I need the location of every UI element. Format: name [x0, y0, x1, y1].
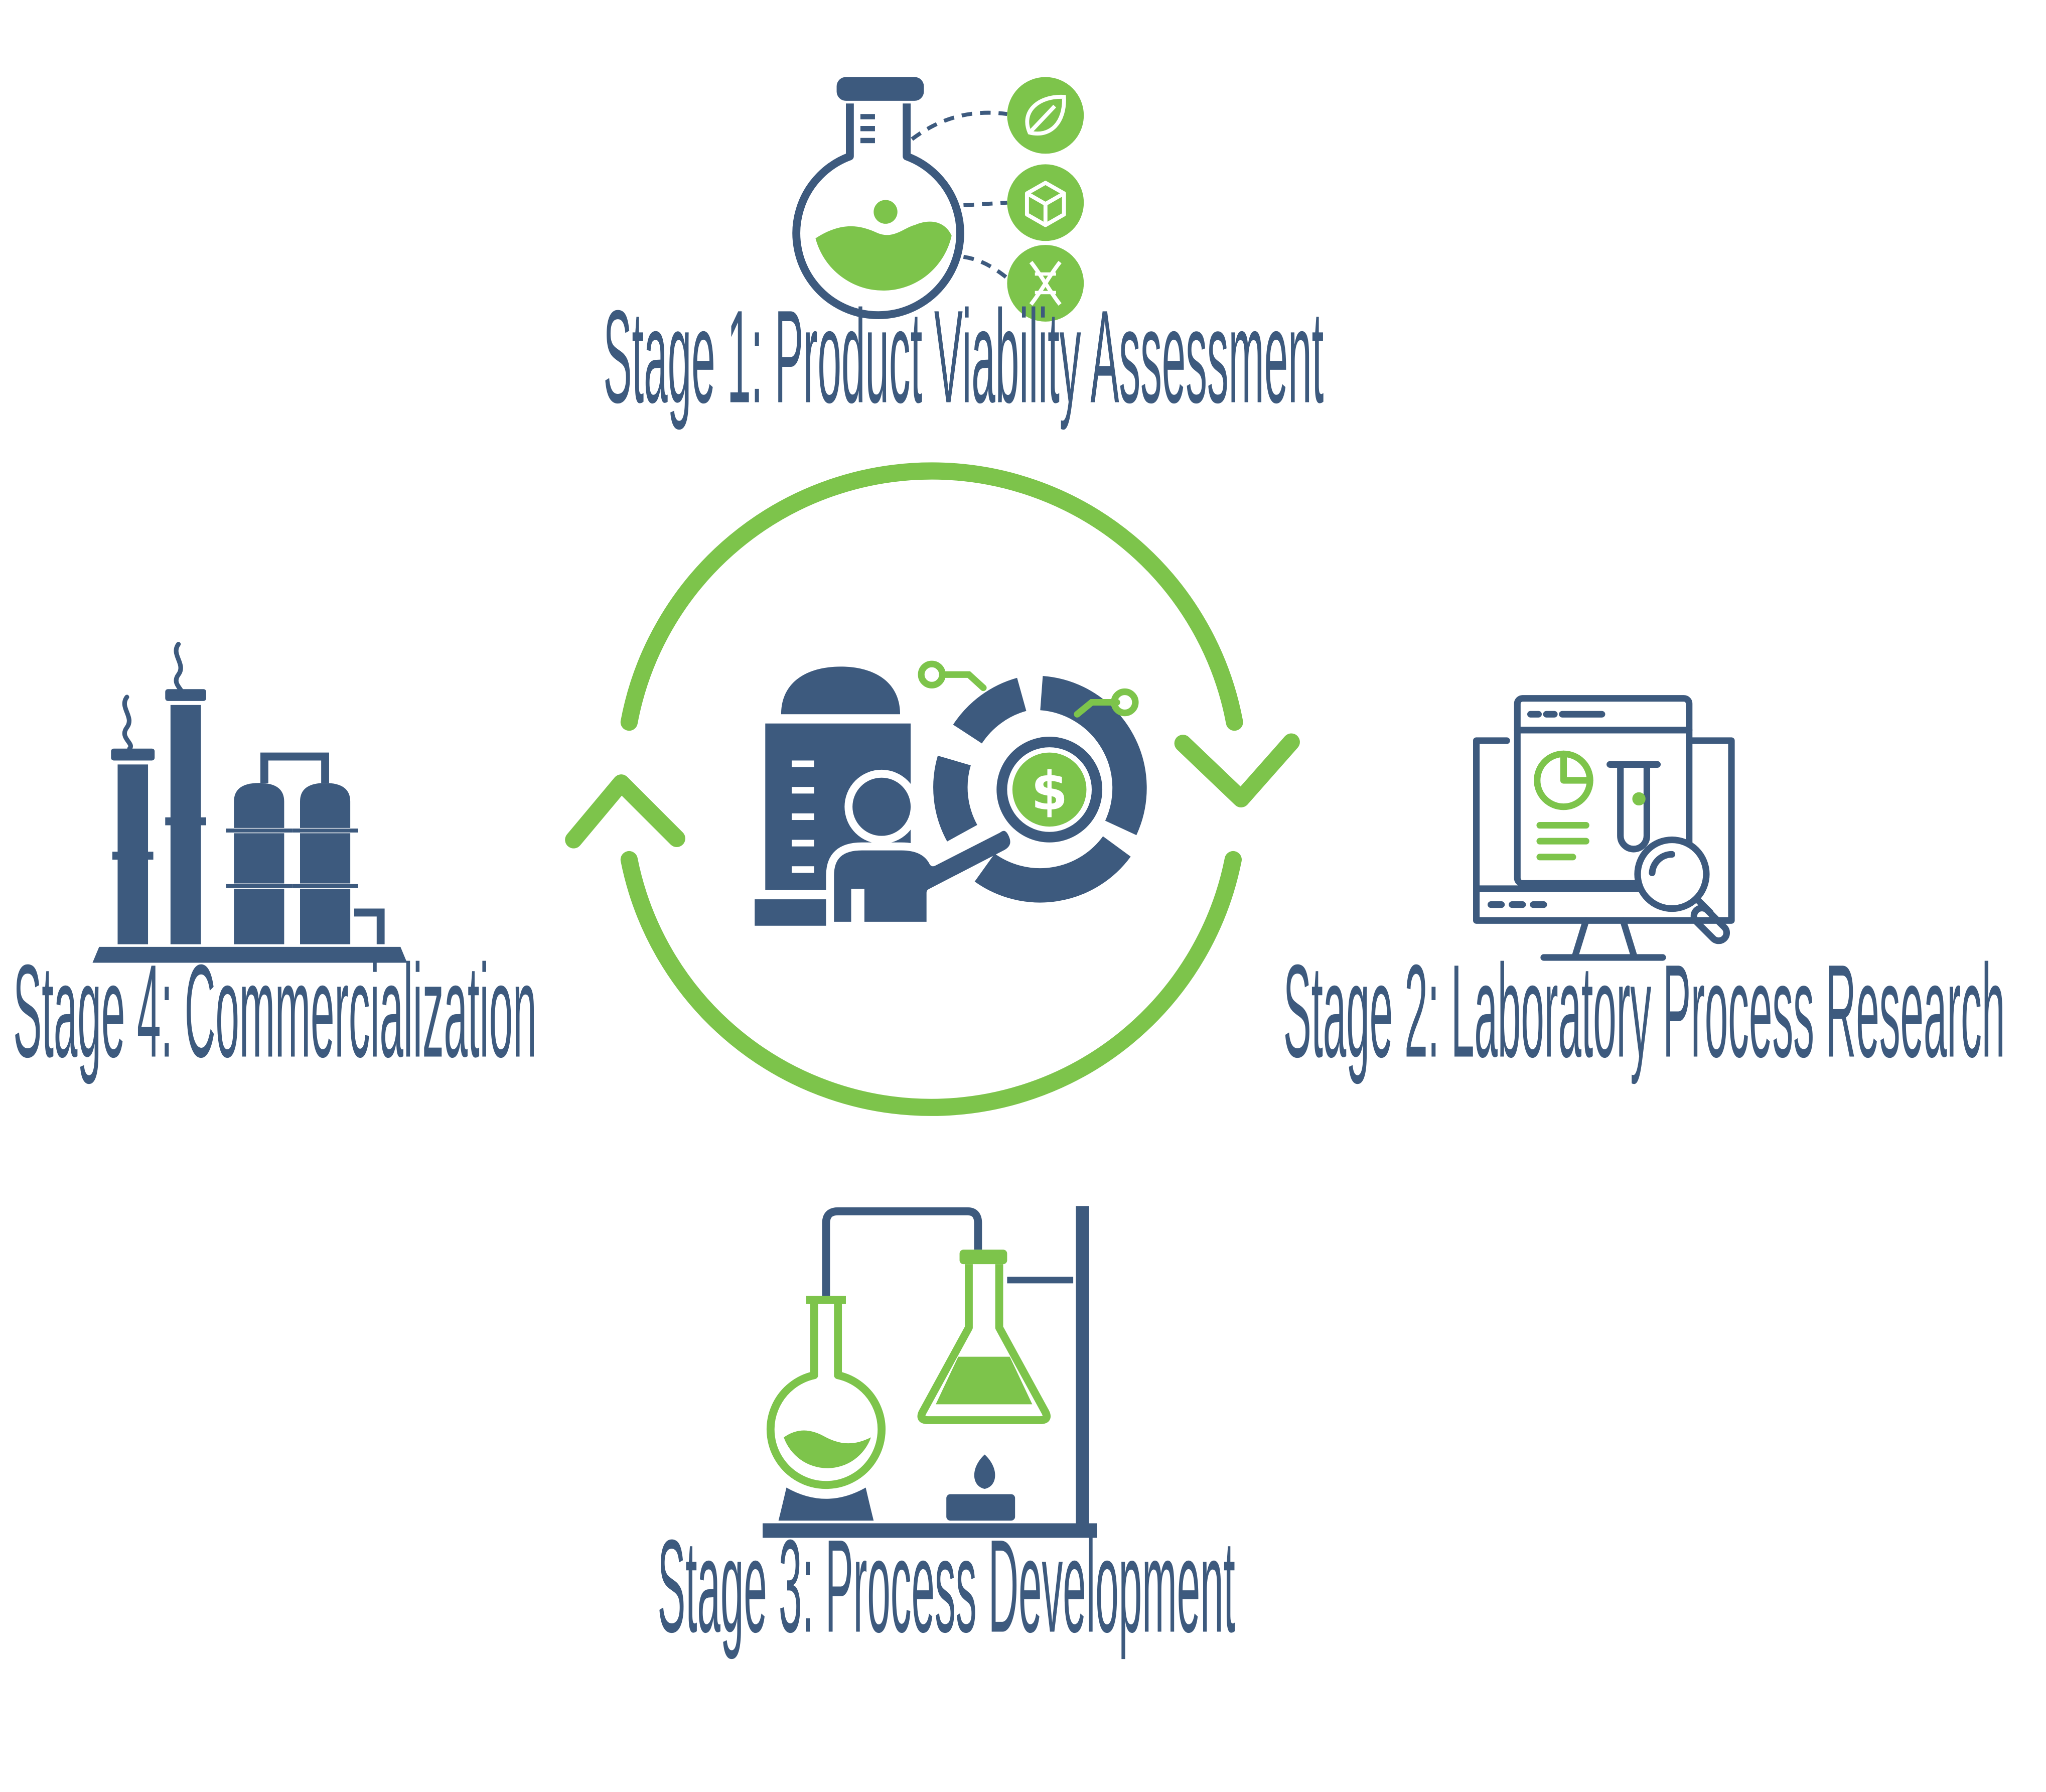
lab-apparatus-flasks-burner-icon: [763, 1206, 1097, 1538]
computer-screens-test-tube-magnifier-icon: [1473, 695, 1735, 961]
stage-1-label: Stage 1: Product Viability Assessment: [604, 283, 1324, 432]
cube-icon: [1007, 164, 1084, 241]
person-presenting-silo-and-dollar-chart-icon: $: [755, 660, 1147, 930]
stage-3-label: Stage 3: Process Development: [658, 1512, 1235, 1661]
cycle-arrowhead-left: [565, 774, 685, 849]
dna-icon: [1007, 245, 1084, 322]
svg-text:$: $: [1031, 760, 1068, 822]
round-flask-with-leaf-cube-dna-icon: [792, 77, 1084, 322]
industrial-plant-chimneys-tanks-icon: [92, 642, 407, 963]
cycle-arrow-clockwise: [565, 462, 1300, 1116]
cycle-arc-bottom: [620, 851, 1242, 1116]
leaf-icon: [1007, 77, 1084, 154]
cycle-arrowhead-right: [1174, 733, 1300, 807]
cycle-arc-top: [620, 462, 1243, 731]
stage-4-label: Stage 4: Commercialization: [13, 937, 536, 1086]
stage-2-label: Stage 2: Laboratory Process Research: [1283, 937, 2005, 1086]
